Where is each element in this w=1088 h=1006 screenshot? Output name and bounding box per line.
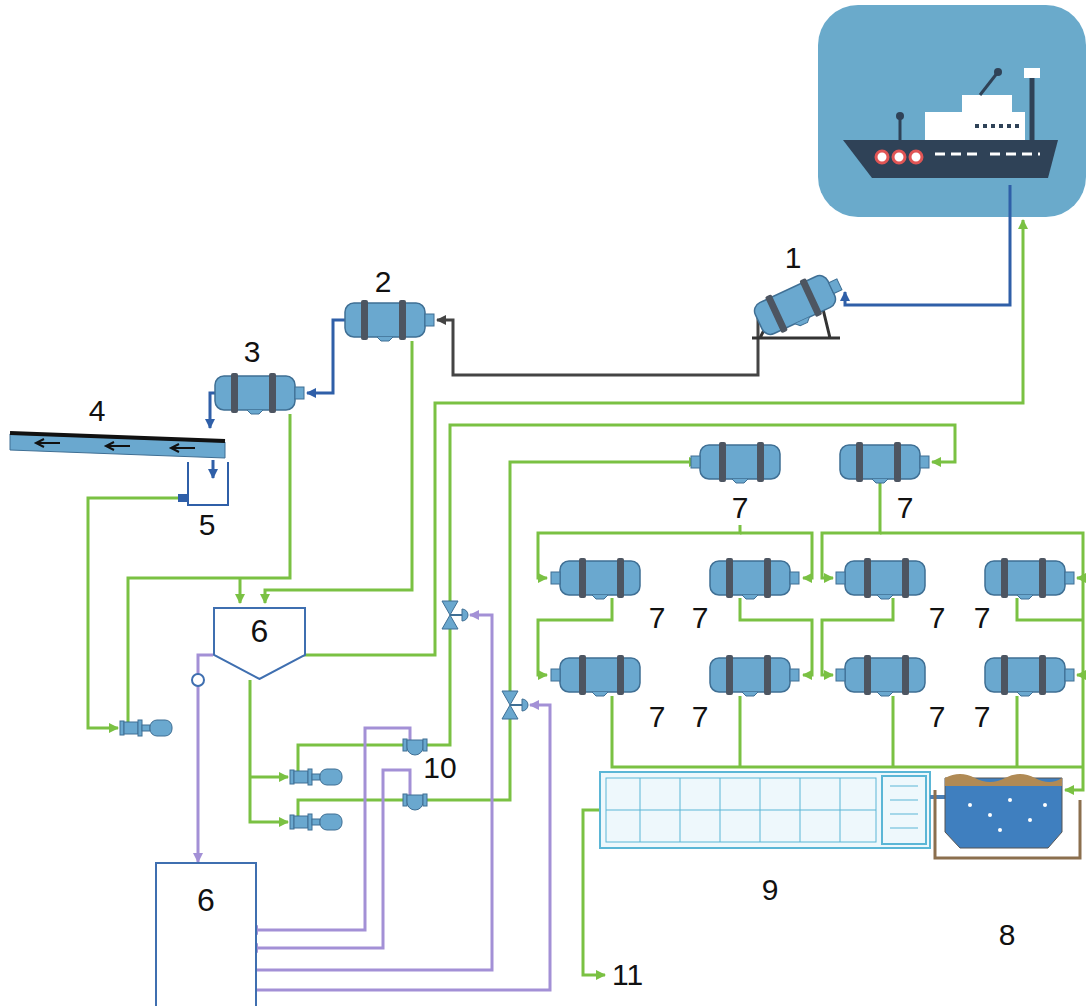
flotation-unit (935, 774, 1080, 858)
green-pipe (250, 680, 288, 822)
green-pipe (298, 800, 403, 816)
node-label: 6 (157, 884, 255, 916)
green-pipe (88, 498, 178, 728)
decanter (345, 300, 434, 341)
callout-number: 7 (974, 702, 991, 732)
green-pipe (1017, 598, 1083, 620)
callout-number: 8 (999, 920, 1016, 950)
pump-symbol (120, 720, 172, 736)
green-pipe (612, 696, 1083, 767)
signal-line (250, 615, 492, 970)
callout-number: 11 (612, 960, 643, 990)
pump-symbol (290, 814, 342, 830)
signal-line (249, 728, 410, 930)
green-pipe (450, 425, 955, 601)
pump-symbol (290, 769, 342, 785)
green-pipe (427, 629, 450, 745)
green-pipe (250, 776, 288, 779)
callout-number: 7 (692, 702, 709, 732)
green-pipe (290, 220, 1023, 655)
valve-symbol (442, 601, 468, 629)
callout-number: 7 (692, 603, 709, 633)
callout-number: 4 (89, 396, 106, 426)
ship-icon (818, 5, 1086, 217)
hopper-node: 6 (213, 607, 306, 680)
green-pipe (239, 578, 242, 603)
grey-pipe (437, 318, 758, 375)
flowmeter-symbol (403, 794, 427, 810)
signal-line (250, 705, 550, 990)
green-pipe (1077, 577, 1083, 580)
valve-symbol (502, 691, 528, 719)
callout-number: 9 (762, 875, 779, 905)
callout-number: 1 (785, 243, 802, 273)
callout-number: 7 (974, 603, 991, 633)
blue-pipe (307, 320, 345, 393)
tank (178, 462, 228, 505)
decanter-bank (551, 442, 1074, 696)
level-sensor (192, 674, 204, 686)
callout-number: 7 (732, 493, 749, 523)
tank-box: 6 (155, 862, 257, 1006)
callout-number: 7 (649, 702, 666, 732)
conveyor (10, 433, 225, 458)
callout-number: 2 (375, 267, 392, 297)
blue-pipe (212, 460, 215, 478)
callout-number: 10 (423, 753, 456, 783)
callout-number: 7 (929, 603, 946, 633)
blue-pipe (845, 185, 1010, 305)
green-pipe (1077, 674, 1083, 677)
signal-line (249, 770, 410, 948)
callout-number: 3 (244, 337, 261, 367)
callout-number: 5 (199, 510, 216, 540)
callout-number: 7 (929, 702, 946, 732)
hopper-shape (214, 608, 305, 679)
node-label: 6 (213, 615, 306, 647)
callout-number: 7 (649, 603, 666, 633)
belt-filter (600, 772, 945, 848)
decanter (215, 373, 304, 414)
rotary-screen (750, 266, 848, 341)
green-pipe (298, 745, 403, 771)
callout-number: 7 (897, 493, 914, 523)
